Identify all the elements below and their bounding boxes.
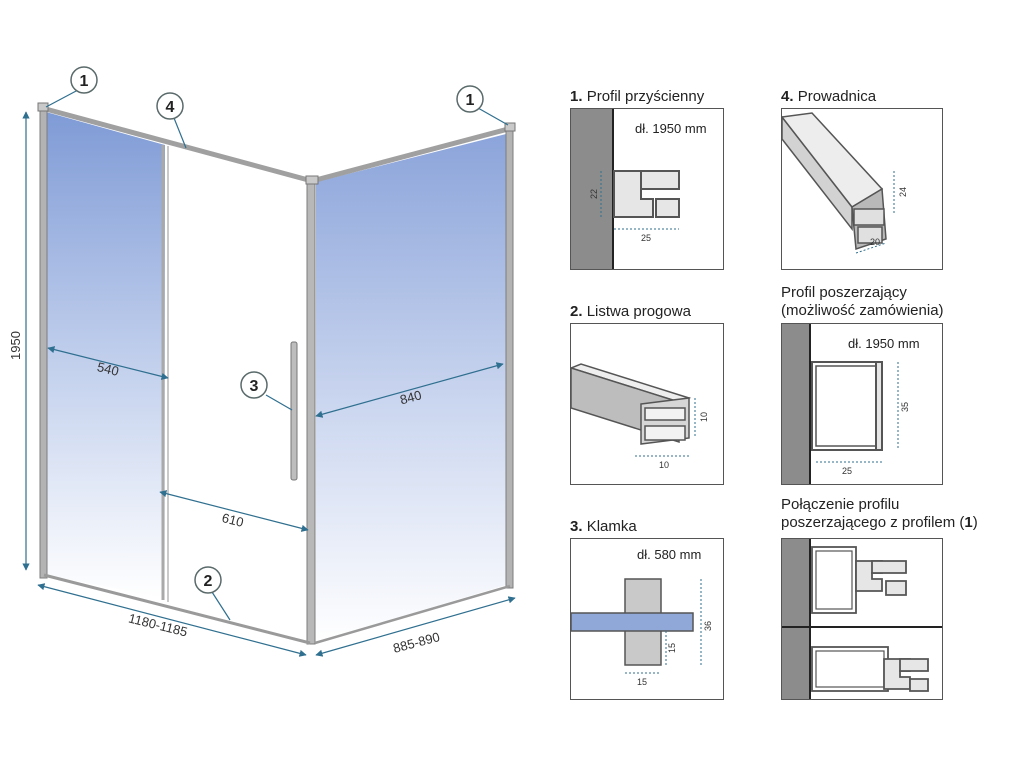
svg-text:1: 1 xyxy=(466,92,475,109)
extension-profile-shape xyxy=(811,361,883,451)
width-610-label: 610 xyxy=(220,510,245,530)
dimension-lines xyxy=(22,111,516,657)
svg-text:4: 4 xyxy=(166,99,175,116)
panel-ext-box: dł. 1950 mm 35 25 xyxy=(781,323,943,485)
panel-1-note: dł. 1950 mm xyxy=(635,121,707,136)
panel-ext-dim-h: 35 xyxy=(900,402,910,412)
door-handle xyxy=(290,341,298,481)
wall xyxy=(571,109,613,269)
wall xyxy=(782,539,810,699)
panel-2-dim-w: 10 xyxy=(659,460,669,470)
callout-4: 4 xyxy=(156,92,187,149)
joined-profile-top xyxy=(811,546,907,614)
panel-3-note: dł. 580 mm xyxy=(637,547,701,562)
fixed-glass-left xyxy=(46,112,165,598)
panel-3-title: 3. Klamka xyxy=(570,518,637,535)
bottom-left-label: 1180-1185 xyxy=(127,610,189,639)
width-540-label: 540 xyxy=(96,359,121,379)
wall xyxy=(782,324,810,484)
svg-text:2: 2 xyxy=(204,573,213,590)
bottom-right-label: 885-890 xyxy=(391,629,441,656)
panel-1-dim-h: 22 xyxy=(589,189,599,199)
callout-3: 3 xyxy=(240,371,293,411)
panel-1-title: 1. Profil przyścienny xyxy=(570,88,705,105)
glass-section xyxy=(571,612,694,632)
sliding-door-glass xyxy=(172,148,300,640)
panel-4-box: 24 20 xyxy=(781,108,943,270)
wall-profile-shape xyxy=(613,170,680,218)
callout-1-right: 1 xyxy=(456,85,509,126)
panel-3-dim-h: 36 xyxy=(703,621,713,631)
side-glass-right xyxy=(316,134,506,642)
panel-2-box: 10 10 xyxy=(570,323,724,485)
panel-2-title: 2. Listwa progowa xyxy=(570,303,691,320)
panel-4-title: 4. Prowadnica xyxy=(781,88,877,105)
threshold-strip-shape xyxy=(571,363,692,445)
panel-join-title: Połączenie profilu poszerzającego z prof… xyxy=(781,496,978,531)
svg-text:1: 1 xyxy=(80,73,89,90)
joined-profile-bottom xyxy=(811,646,929,692)
panel-1-box: dł. 1950 mm 22 25 xyxy=(570,108,724,270)
height-label: 1950 xyxy=(8,331,23,360)
panel-ext-title: Profil poszerzający (możliwość zamówieni… xyxy=(781,284,944,319)
panel-ext-note: dł. 1950 mm xyxy=(848,336,920,351)
guide-rail-shape xyxy=(782,112,887,251)
panel-ext-dim-w: 25 xyxy=(842,466,852,476)
panel-3-dim-w: 15 xyxy=(637,677,647,687)
callout-2: 2 xyxy=(194,566,231,621)
panel-2-dim-h: 10 xyxy=(699,412,709,422)
svg-text:3: 3 xyxy=(250,378,259,395)
width-840-label: 840 xyxy=(398,387,423,407)
panel-4-dim-h: 24 xyxy=(898,187,908,197)
callout-1-left: 1 xyxy=(45,66,98,108)
panel-4-dim-w: 20 xyxy=(870,237,880,247)
shower-enclosure-diagram: 1950 540 840 610 1180-1185 885-890 1 1 4… xyxy=(8,66,516,657)
panel-join-box xyxy=(781,538,943,700)
panel-3-box: dł. 580 mm 36 15 15 xyxy=(570,538,724,700)
panel-1-dim-w: 25 xyxy=(641,233,651,243)
panel-3-dim-h2: 15 xyxy=(667,643,677,653)
